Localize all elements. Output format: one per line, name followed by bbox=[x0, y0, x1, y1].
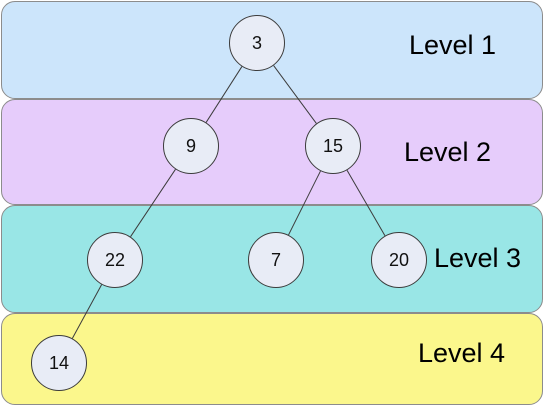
tree-edge-9-22 bbox=[130, 169, 176, 237]
tree-node-22: 22 bbox=[87, 232, 143, 288]
tree-edge-22-14 bbox=[71, 284, 103, 339]
tree-node-14: 14 bbox=[31, 335, 87, 391]
level-4-label: Level 4 bbox=[418, 338, 506, 368]
tree-node-15: 15 bbox=[305, 118, 361, 174]
tree-node-root: 3 bbox=[229, 15, 285, 71]
level-2-band bbox=[1, 99, 543, 205]
tree-edge-3-15 bbox=[273, 65, 317, 124]
tree-edge-15-7 bbox=[288, 170, 321, 236]
tree-node-9: 9 bbox=[163, 118, 219, 174]
tree-node-7: 7 bbox=[248, 232, 304, 288]
level-4-band bbox=[1, 313, 543, 405]
tree-edge-15-20 bbox=[346, 169, 386, 237]
tree-edge-3-9 bbox=[205, 66, 243, 123]
level-1-label: Level 1 bbox=[409, 30, 497, 60]
level-3-label: Level 3 bbox=[434, 243, 522, 273]
level-2-label: Level 2 bbox=[404, 137, 492, 167]
tree-node-20: 20 bbox=[371, 232, 427, 288]
